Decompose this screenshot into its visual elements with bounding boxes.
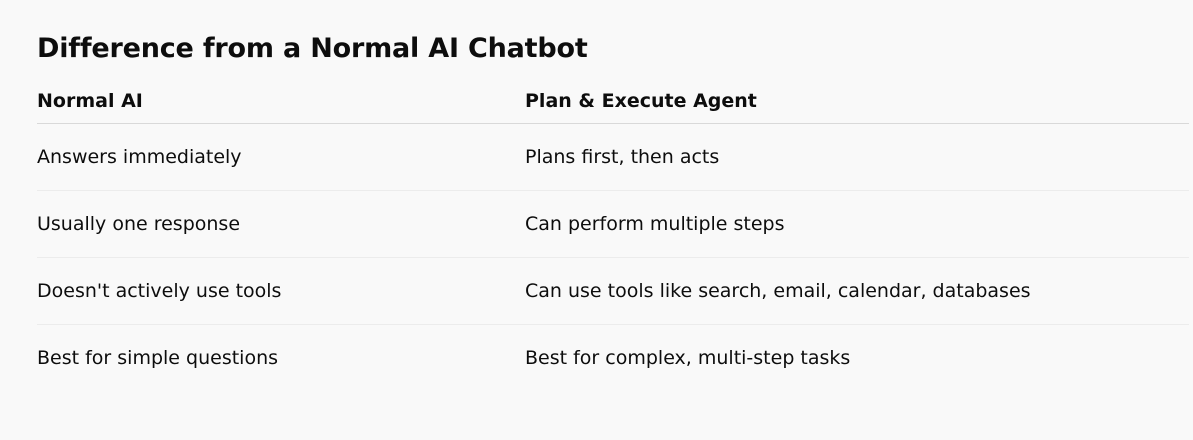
table-cell-normal-ai: Doesn't actively use tools	[37, 257, 525, 325]
table-cell-normal-ai: Answers immediately	[37, 123, 525, 191]
table-row: Usually one response Can perform multipl…	[37, 190, 1189, 258]
table-cell-agent: Can use tools like search, email, calend…	[525, 257, 1189, 325]
table-cell-normal-ai: Usually one response	[37, 190, 525, 258]
header-row: Normal AI Plan & Execute Agent	[37, 79, 1189, 124]
table-cell-agent: Plans first, then acts	[525, 123, 1189, 191]
table-row: Answers immediately Plans first, then ac…	[37, 123, 1189, 191]
column-header-normal-ai: Normal AI	[37, 79, 525, 124]
page-title: Difference from a Normal AI Chatbot	[37, 33, 588, 64]
table-cell-agent: Can perform multiple steps	[525, 190, 1189, 258]
column-header-plan-execute-agent: Plan & Execute Agent	[525, 79, 1189, 124]
comparison-table: Normal AI Plan & Execute Agent Answers i…	[37, 79, 1189, 391]
table-header: Normal AI Plan & Execute Agent	[37, 79, 1189, 124]
table-body: Answers immediately Plans first, then ac…	[37, 123, 1189, 392]
table-row: Doesn't actively use tools Can use tools…	[37, 257, 1189, 325]
table-cell-normal-ai: Best for simple questions	[37, 347, 279, 369]
table-cell-agent: Best for complex, multi-step tasks	[525, 347, 851, 369]
table-row: Best for simple questions Best for compl…	[37, 325, 1189, 392]
